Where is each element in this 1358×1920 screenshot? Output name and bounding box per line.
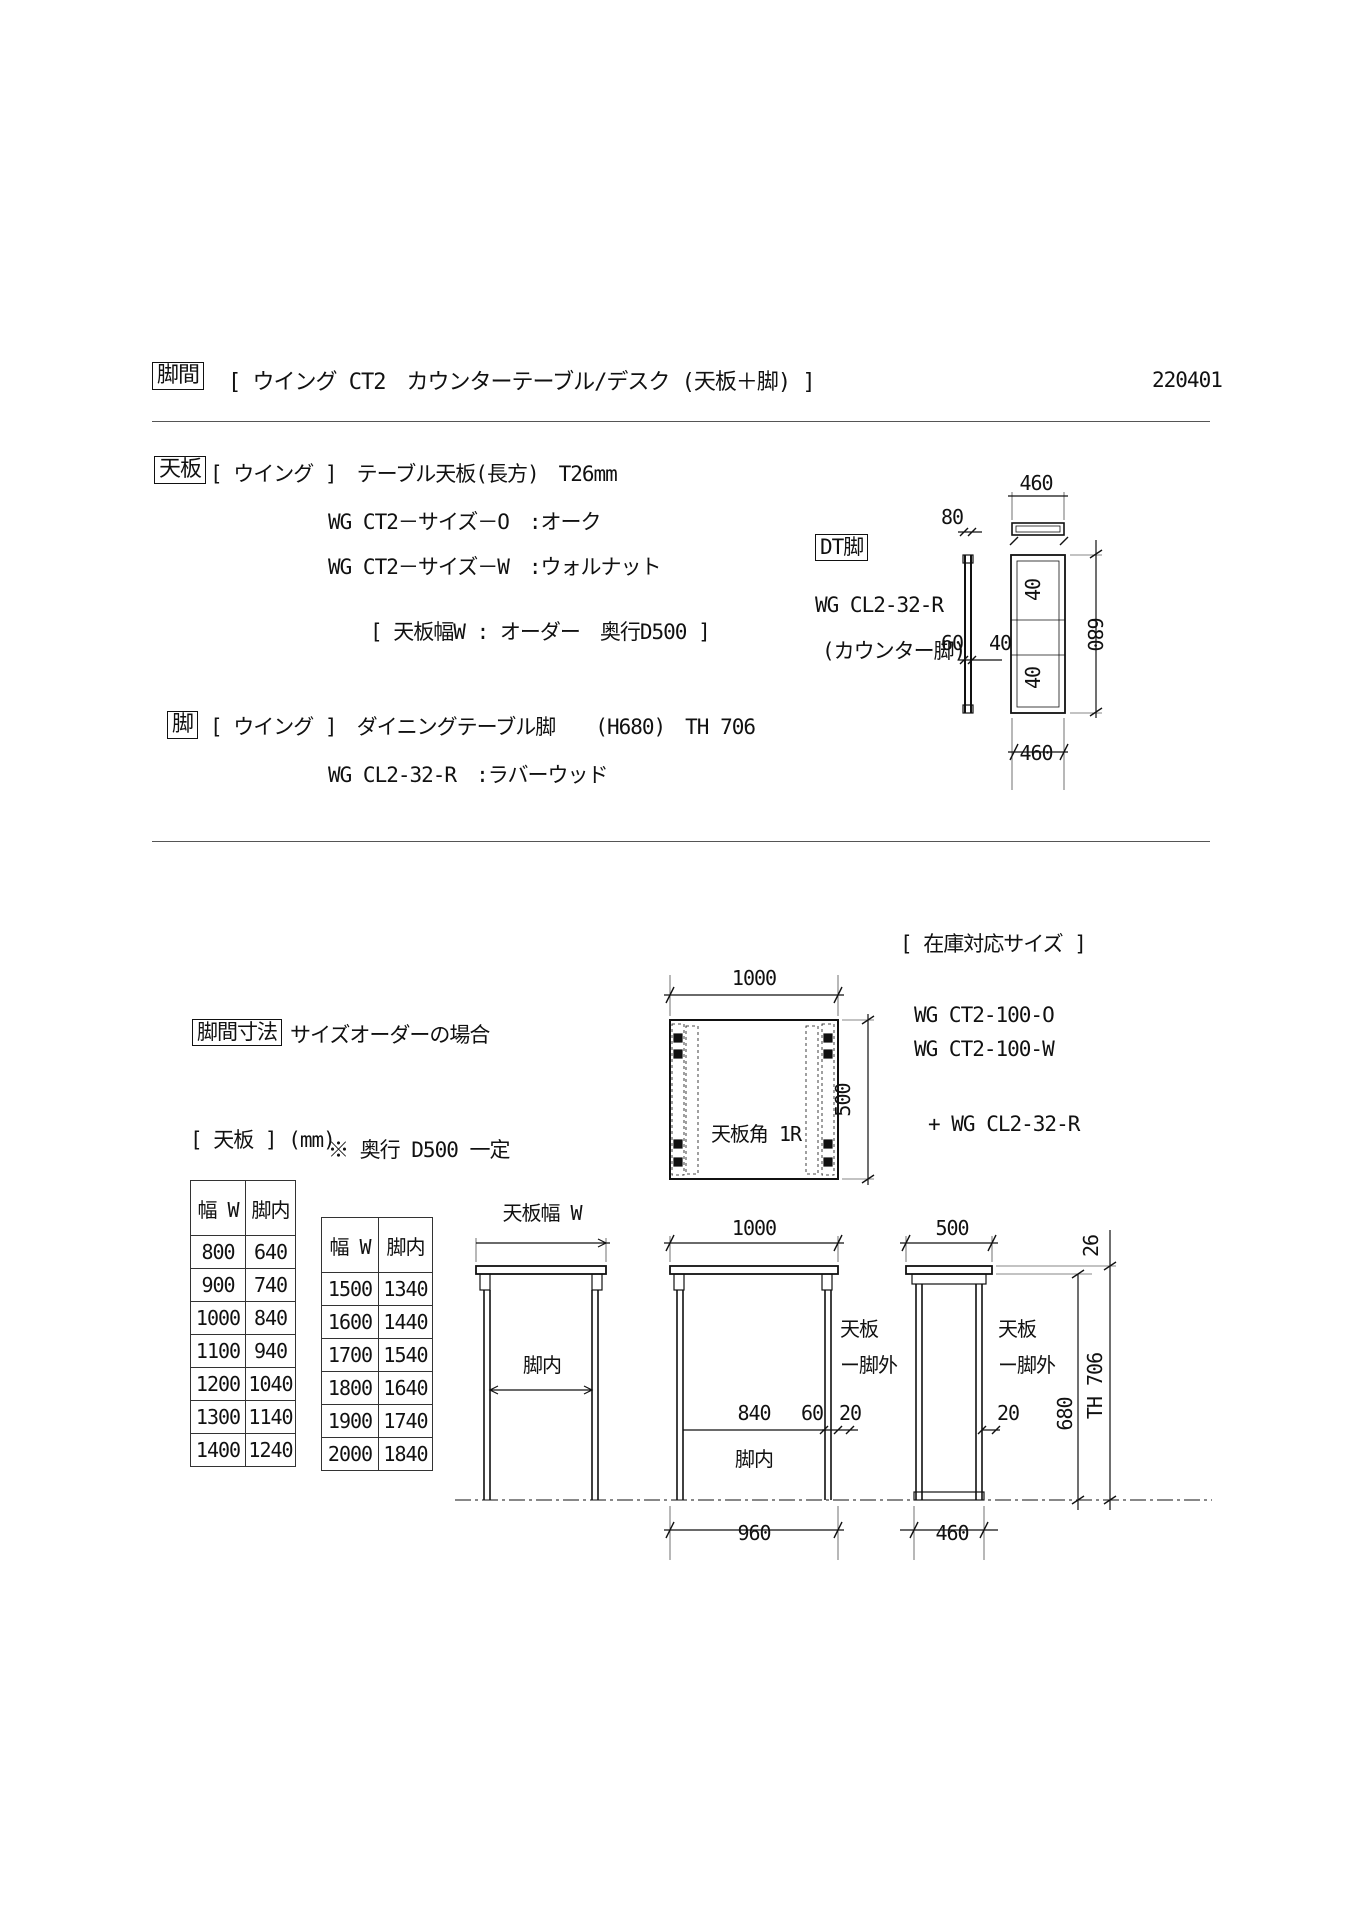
- stock-item-1: WG CT2-100-O: [914, 1003, 1055, 1027]
- table-cell: 1900: [321, 1404, 379, 1438]
- page-title: [ ウイング CT2 カウンターテーブル/デスク (天板＋脚) ]: [228, 370, 816, 395]
- elev2-gap20: 20: [839, 1401, 861, 1425]
- dim-40-side: 40: [989, 631, 1011, 655]
- table-cell: 2000: [321, 1437, 379, 1471]
- elev3-bottom-dim: 460: [935, 1521, 968, 1545]
- elev2-bottom-dim: 960: [737, 1521, 770, 1545]
- dim-bottom-460: 460: [1019, 741, 1052, 765]
- table-cell: 1040: [245, 1367, 296, 1401]
- table-cell: 1700: [321, 1338, 379, 1372]
- order-subtitle: サイズオーダーの場合: [290, 1023, 490, 1047]
- elev1-width-label: 天板幅 W: [502, 1201, 583, 1225]
- elevation-generic: [475, 1238, 610, 1500]
- elev3-680: 680: [1053, 1397, 1077, 1430]
- table-header-inner: 脚内: [245, 1180, 296, 1236]
- plan-view: [664, 975, 875, 1185]
- table-header-width: 幅 W: [321, 1217, 379, 1273]
- table-cell: 1200: [190, 1367, 246, 1401]
- table-cell: 1340: [378, 1272, 433, 1306]
- dim-80: 80: [941, 505, 963, 529]
- table-cell: 1740: [378, 1404, 433, 1438]
- tabletop-line-3: WG CT2－サイズ－W :ウォルナット: [328, 555, 662, 579]
- order-tag: 脚間寸法: [192, 1019, 282, 1046]
- elevation-1000: [664, 1234, 858, 1560]
- elev2-top-dim: 1000: [732, 1216, 776, 1240]
- table-cell: 1640: [378, 1371, 433, 1405]
- table-cell: 740: [245, 1268, 296, 1302]
- table-label: [ 天板 ] (mm): [190, 1128, 336, 1152]
- elev2-inner-dim: 840: [737, 1401, 770, 1425]
- leg-line-1: [ ウイング ] ダイニングテーブル脚 (H680) TH 706: [210, 715, 756, 739]
- dim-40-lower: 40: [1021, 667, 1045, 689]
- elev3-top-dim: 500: [935, 1216, 968, 1240]
- dim-60: 60: [941, 631, 963, 655]
- dt-leg-note: (カウンター脚): [822, 639, 966, 663]
- elev2-inner-label: 脚内: [735, 1447, 773, 1471]
- leg-tag: 脚: [167, 711, 199, 739]
- elev2-note-2: ー脚外: [840, 1353, 898, 1377]
- stock-item-3: + WG CL2-32-R: [928, 1112, 1080, 1136]
- elev3-th: TH 706: [1083, 1353, 1107, 1419]
- dim-40-upper: 40: [1021, 579, 1045, 601]
- elev3-note-1: 天板: [998, 1317, 1037, 1341]
- plan-corner-label: 天板角 1R: [711, 1122, 803, 1146]
- tabletop-line-4: [ 天板幅W : オーダー 奥行D500 ]: [370, 620, 711, 644]
- table-cell: 1140: [245, 1400, 296, 1434]
- plan-depth: 500: [831, 1083, 855, 1116]
- plan-width: 1000: [732, 966, 776, 990]
- section-rule: [152, 841, 1210, 842]
- tabletop-tag: 天板: [154, 456, 207, 484]
- elev2-gap60: 60: [801, 1401, 823, 1425]
- table-header-inner: 脚内: [378, 1217, 433, 1273]
- stock-title: [ 在庫対応サイズ ]: [900, 932, 1087, 956]
- leg-line-2: WG CL2-32-R :ラバーウッド: [328, 763, 609, 787]
- dim-680-small: 680: [1083, 617, 1107, 650]
- elev2-note-1: 天板: [840, 1317, 879, 1341]
- section-tag: 脚間: [152, 362, 205, 390]
- table-cell: 900: [190, 1268, 246, 1302]
- dt-leg-model: WG CL2-32-R: [815, 593, 944, 617]
- tabletop-line-1: [ ウイング ] テーブル天板(長方) T26mm: [210, 462, 618, 486]
- table-cell: 1440: [378, 1305, 433, 1339]
- table-cell: 1500: [321, 1272, 379, 1306]
- elev3-gap20: 20: [997, 1401, 1019, 1425]
- table-cell: 640: [245, 1235, 296, 1269]
- elev3-note-2: ー脚外: [998, 1353, 1056, 1377]
- elevation-side: [900, 1230, 1117, 1560]
- table-cell: 1600: [321, 1305, 379, 1339]
- elev1-inner-label: 脚内: [523, 1353, 561, 1377]
- dt-leg-tag: DT脚: [815, 534, 869, 561]
- stock-item-2: WG CT2-100-W: [914, 1037, 1055, 1061]
- tabletop-line-2: WG CT2－サイズ－O :オーク: [328, 510, 602, 534]
- dim-top-460: 460: [1019, 471, 1052, 495]
- document-code: 220401: [1152, 368, 1223, 392]
- dt-leg-front: [958, 492, 1103, 790]
- depth-note: ※ 奥行 D500 一定: [328, 1138, 511, 1162]
- header-rule: [152, 421, 1210, 422]
- table-cell: 1840: [378, 1437, 433, 1471]
- elev3-26: 26: [1079, 1235, 1103, 1257]
- table-cell: 940: [245, 1334, 296, 1368]
- table-cell: 1240: [245, 1433, 296, 1467]
